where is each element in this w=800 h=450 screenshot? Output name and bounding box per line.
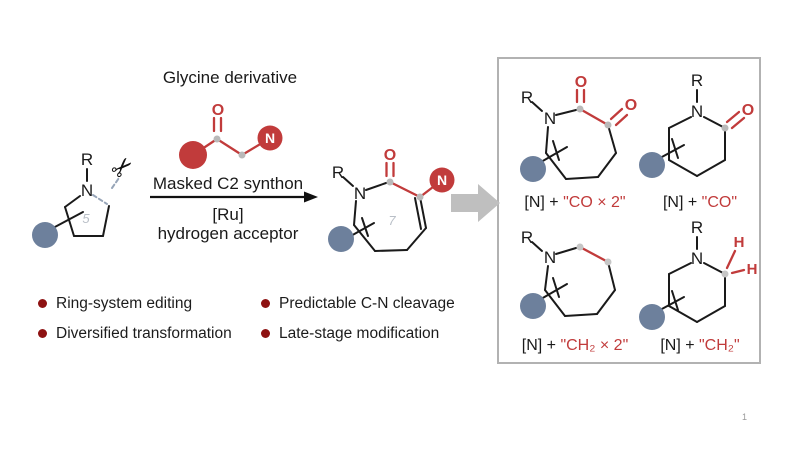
bullet-late-stage-modification: Late-stage modification (261, 325, 439, 343)
caption-fragment: "CO × 2" (563, 194, 626, 211)
cleaved-bond (92, 194, 108, 205)
carbon-dot (213, 135, 221, 143)
caption: [N] + "CH₂ × 2" (507, 337, 643, 355)
carbon-dot (721, 270, 729, 278)
glycine-molecule: O N (179, 102, 283, 169)
block-arrow-icon (451, 184, 500, 222)
bullet-label: Predictable C-N cleavage (279, 295, 455, 312)
substituent-ball (639, 152, 665, 178)
carbon-dot (416, 193, 424, 201)
oxygen-label: O (625, 97, 637, 114)
caption-prefix: [N] + (662, 194, 702, 211)
glycine-nitrogen-label: N (265, 130, 275, 146)
reactant-n-label: N (81, 181, 93, 200)
hydrogen-label: H (747, 261, 758, 278)
product-r-label: R (332, 163, 344, 182)
product-amine-ball (429, 167, 455, 193)
panel-structure-ch2: R N H H (639, 218, 758, 330)
bullet-label: Ring-system editing (56, 295, 193, 312)
product-n-label: N (354, 184, 366, 203)
r-label: R (521, 228, 533, 247)
bullet-label: Diversified transformation (56, 325, 232, 342)
n-label: N (544, 109, 556, 128)
panel-box: R N O O [N] + "CO × 2" R (497, 57, 761, 364)
arrow-label-top: Masked C2 synthon (152, 174, 304, 193)
caption: [N] + "CO × 2" (507, 194, 643, 212)
carbon-dot (604, 258, 612, 266)
caption-prefix: [N] + (660, 337, 699, 354)
carbon-dot (721, 124, 729, 132)
oxygen-label: O (575, 74, 587, 91)
bullet-dot (38, 329, 47, 338)
caption-prefix: [N] + (524, 194, 564, 211)
product-oxygen-label: O (384, 147, 396, 164)
page-number: 1 (742, 412, 748, 422)
caption-fragment: "CH₂ × 2" (560, 337, 629, 354)
caption-prefix: [N] + (521, 337, 561, 354)
n-label: N (691, 249, 703, 268)
panel-structure-co: R N O (639, 71, 754, 178)
product-substituent-ball (328, 226, 354, 252)
r-label: R (521, 88, 533, 107)
carbon-dot (576, 105, 584, 113)
n-label: N (544, 248, 556, 267)
carbon-dot (604, 121, 612, 129)
bullet-dot (38, 299, 47, 308)
reaction-arrow (150, 191, 318, 203)
substituent-ball (639, 304, 665, 330)
product-ring-size: 7 (388, 213, 396, 228)
bullet-ring-system-editing: Ring-system editing (38, 295, 192, 313)
reactant-ring-size: 5 (82, 211, 90, 226)
bullet-dot (261, 329, 270, 338)
oxygen-label: O (742, 102, 754, 119)
panel-structure-ch2x2: R N (520, 228, 616, 319)
glycine-title: Glycine derivative (162, 68, 298, 87)
cleaved-bond (111, 177, 120, 189)
reactant-structure: R N ✂ 5 (32, 150, 142, 248)
bullet-label: Late-stage modification (279, 325, 440, 342)
carbon-dot (238, 151, 246, 159)
caption-fragment: "CH₂" (699, 337, 740, 354)
scissors-icon: ✂ (105, 150, 142, 187)
reactant-r-label: R (81, 150, 93, 169)
reactant-substituent-ball (32, 222, 58, 248)
caption-fragment: "CO" (701, 194, 738, 211)
bullet-dot (261, 299, 270, 308)
arrow-label-catalyst: [Ru] (212, 205, 244, 224)
glycine-oxygen-label: O (212, 102, 224, 119)
glycine-nitrogen-ball (257, 125, 283, 151)
product-amine-label: N (437, 172, 447, 188)
substituent-ball (520, 293, 546, 319)
panel-structure-co2: R N O O (520, 74, 637, 182)
bullet-diversified-transformation: Diversified transformation (38, 325, 232, 343)
product-structure: R N O N 7 (328, 147, 455, 252)
bullet-predictable-cn-cleavage: Predictable C-N cleavage (261, 295, 455, 313)
arrow-label-acceptor: hydrogen acceptor (157, 224, 299, 243)
n-label: N (691, 102, 703, 121)
r-label: R (691, 218, 703, 237)
glycine-masked-group-ball (179, 141, 207, 169)
r-label: R (691, 71, 703, 90)
carbon-dot (386, 178, 394, 186)
carbon-dot (576, 243, 584, 251)
substituent-ball (520, 156, 546, 182)
hydrogen-label: H (734, 234, 745, 251)
caption: [N] + "CH₂" (640, 337, 760, 355)
caption: [N] + "CO" (640, 194, 760, 212)
